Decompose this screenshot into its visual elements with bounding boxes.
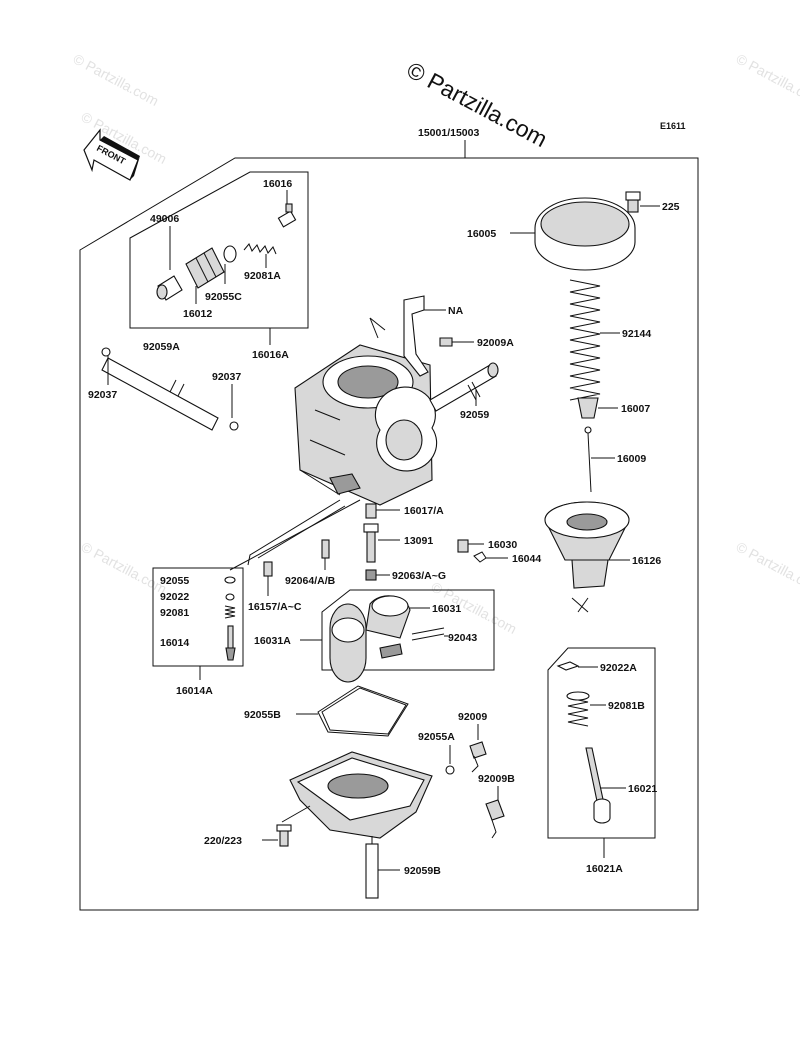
part-92022A: 92022A (600, 662, 637, 674)
vacuum-piston-group (510, 191, 660, 613)
part-92059: 92059 (460, 409, 489, 421)
bracket-NA (369, 295, 474, 377)
part-92059A: 92059A (143, 341, 180, 353)
part-49006: 49006 (150, 213, 179, 225)
part-16017A: 16017/A (404, 505, 444, 517)
subassembly-16014A (152, 567, 244, 680)
hose-92059A (101, 347, 239, 431)
part-92055B: 92055B (244, 709, 281, 721)
part-16005: 16005 (467, 228, 496, 240)
part-92081A: 92081A (244, 270, 281, 282)
part-92144: 92144 (622, 328, 651, 340)
float-bowl-group (262, 685, 505, 899)
part-16021A: 16021A (586, 863, 623, 875)
carburetor-body (229, 344, 438, 571)
part-220-223: 220/223 (204, 835, 242, 847)
part-92009: 92009 (458, 711, 487, 723)
part-92055: 92055 (160, 575, 189, 587)
subassembly-16031A (300, 589, 495, 683)
watermark-text: © Partzilla.com (734, 539, 800, 597)
watermark-text: © Partzilla.com (71, 51, 162, 109)
part-16009: 16009 (617, 453, 646, 465)
watermark-text: © Partzilla.com (734, 51, 800, 109)
part-92022: 92022 (160, 591, 189, 603)
part-16126: 16126 (632, 555, 661, 567)
assembly-frame (79, 157, 699, 911)
part-16012: 16012 (183, 308, 212, 320)
part-16031: 16031 (432, 603, 461, 615)
part-16030: 16030 (488, 539, 517, 551)
part-16044: 16044 (512, 553, 541, 565)
part-92009B: 92009B (478, 773, 515, 785)
part-92081: 92081 (160, 607, 189, 619)
subassembly-16016A (129, 171, 309, 329)
part-16021: 16021 (628, 783, 657, 795)
part-92081B: 92081B (608, 700, 645, 712)
subassembly-16021A (547, 647, 656, 858)
part-92009A: 92009A (477, 337, 514, 349)
part-92037-left: 92037 (88, 389, 117, 401)
part-92043: 92043 (448, 632, 477, 644)
part-92055C: 92055C (205, 291, 242, 303)
part-225: 225 (662, 201, 680, 213)
part-92059B: 92059B (404, 865, 441, 877)
diagram-code: E1611 (660, 121, 686, 131)
part-13091: 13091 (404, 535, 433, 547)
front-arrow: FRONT (83, 128, 140, 181)
part-16014: 16014 (160, 637, 189, 649)
part-16016A: 16016A (252, 349, 289, 361)
part-16031A: 16031A (254, 635, 291, 647)
part-NA: NA (448, 305, 464, 317)
part-16016: 16016 (263, 178, 292, 190)
part-92064AB: 92064/A/B (285, 575, 336, 587)
part-16157AC: 16157/A~C (248, 601, 302, 613)
part-92055A: 92055A (418, 731, 455, 743)
part-92037-right: 92037 (212, 371, 241, 383)
part-92063AG: 92063/A~G (392, 570, 446, 582)
jets-group (263, 503, 508, 596)
part-16014A: 16014A (176, 685, 213, 697)
assembly-label: 15001/15003 (418, 127, 479, 139)
hose-92059 (429, 362, 499, 412)
part-16007: 16007 (621, 403, 650, 415)
